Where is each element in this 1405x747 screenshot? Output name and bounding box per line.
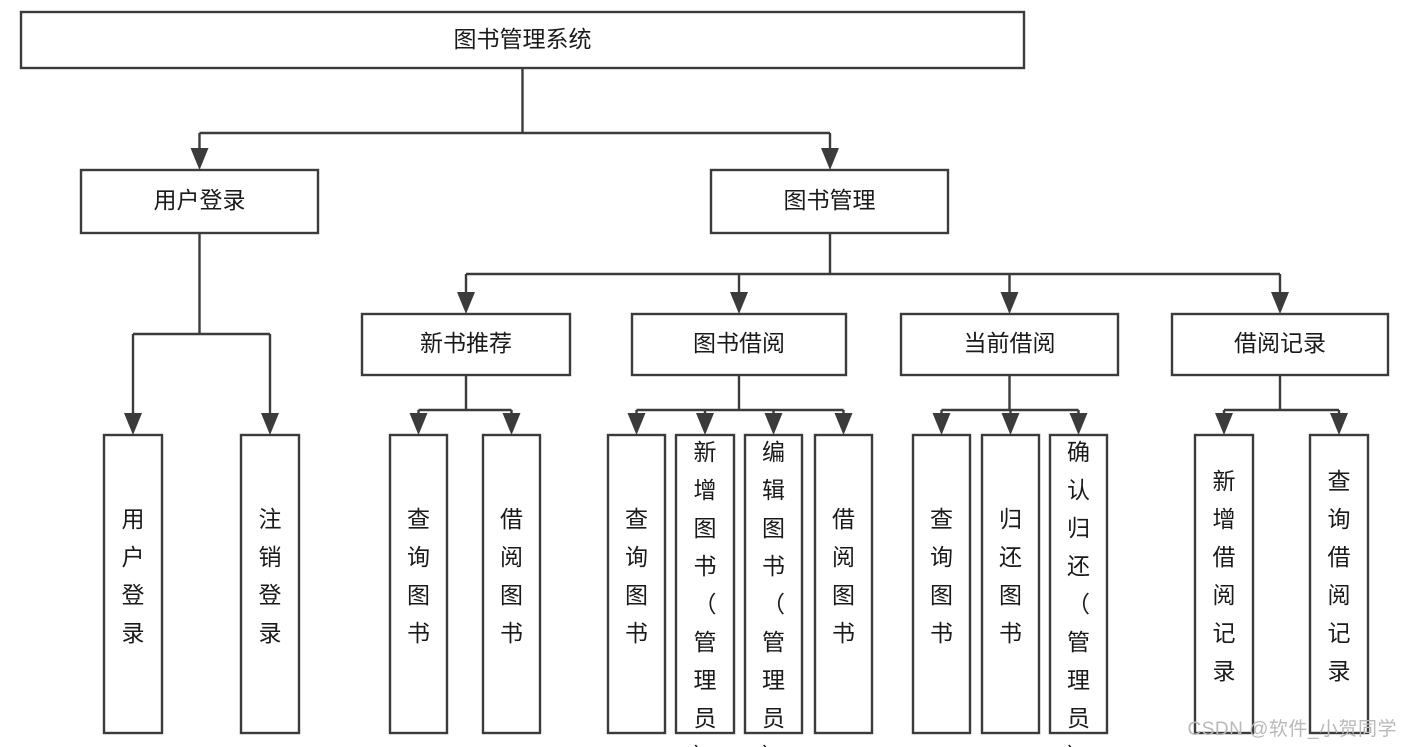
- leaf-node[interactable]: 编辑图书（管理员）: [743, 433, 804, 747]
- arrow-to-book-manage: [821, 148, 839, 170]
- leaf-borrow-query-label: 查询图书: [625, 506, 648, 646]
- leaf-borrow-borrow-box[interactable]: [813, 433, 874, 735]
- node-book-manage[interactable]: 图书管理: [709, 168, 950, 235]
- connector-borrow-bus: [635, 375, 845, 417]
- node-root-box[interactable]: [19, 10, 1026, 70]
- leaf-user-login-box[interactable]: [102, 433, 164, 735]
- arrow-to-new-book: [457, 292, 475, 314]
- node-new-book-recommend-label: 新书推荐: [420, 330, 512, 356]
- node-book-borrow[interactable]: 图书借阅: [630, 312, 848, 377]
- node-borrow-record[interactable]: 借阅记录: [1170, 312, 1390, 377]
- leaf-node[interactable]: 借阅图书: [813, 433, 874, 735]
- leaf-borrow-edit-label: 编辑图书（管理员）: [762, 439, 785, 747]
- arrow-borrow-leaf-1: [627, 413, 646, 435]
- node-current-borrow-label: 当前借阅: [964, 330, 1056, 356]
- leaf-node[interactable]: 注销登录: [239, 433, 301, 735]
- arrow-record-leaf-1: [1215, 413, 1233, 435]
- arrow-borrow-leaf-4: [834, 413, 853, 435]
- node-user-login[interactable]: 用户登录: [79, 168, 320, 235]
- arrow-to-user-login: [190, 148, 209, 170]
- leaf-borrow-add-box[interactable]: [674, 433, 736, 735]
- leaf-current-query-label: 查询图书: [930, 506, 953, 646]
- leaf-node[interactable]: 新增图书（管理员）: [674, 433, 736, 747]
- leaf-node[interactable]: 用户登录: [102, 433, 164, 735]
- leaf-record-add-label: 新增借阅记录: [1213, 468, 1236, 684]
- node-user-login-label: 用户登录: [154, 187, 246, 213]
- arrow-to-borrow-record: [1271, 292, 1289, 314]
- leaf-logout-label: 注销登录: [259, 506, 282, 646]
- leaf-node[interactable]: 新增借阅记录: [1193, 433, 1255, 735]
- leaf-current-return-label: 归还图书: [999, 506, 1022, 646]
- connector-bookmanage-bus: [464, 233, 1282, 296]
- node-book-borrow-label: 图书借阅: [693, 330, 785, 356]
- node-current-borrow-box[interactable]: [899, 312, 1120, 377]
- node-root-label: 图书管理系统: [454, 26, 592, 52]
- leaf-record-add-box[interactable]: [1193, 433, 1255, 735]
- leaf-newbook-borrow-label: 借阅图书: [500, 506, 523, 646]
- node-current-borrow[interactable]: 当前借阅: [899, 312, 1120, 377]
- arrow-borrow-leaf-3: [764, 413, 783, 435]
- leaf-newbook-borrow-box[interactable]: [481, 433, 542, 735]
- arrow-newbook-leaf-1: [409, 413, 428, 435]
- arrow-to-book-borrow: [730, 292, 748, 314]
- leaf-node[interactable]: 查询借阅记录: [1308, 433, 1370, 735]
- arrow-to-leaf-user-login: [124, 413, 142, 435]
- node-book-manage-label: 图书管理: [784, 187, 876, 213]
- leaf-current-query-box[interactable]: [911, 433, 972, 735]
- leaf-logout-box[interactable]: [239, 433, 301, 735]
- leaf-current-confirm-box[interactable]: [1048, 433, 1109, 735]
- arrow-current-leaf-1: [932, 413, 951, 435]
- connector-layer: [124, 68, 1348, 435]
- leaf-node[interactable]: 归还图书: [980, 433, 1041, 735]
- node-new-book-recommend[interactable]: 新书推荐: [360, 312, 572, 377]
- leaf-newbook-query-label: 查询图书: [407, 506, 430, 646]
- connector-root-bus: [198, 68, 832, 152]
- arrow-record-leaf-2: [1330, 413, 1348, 435]
- leaf-node[interactable]: 查询图书: [911, 433, 972, 735]
- arrow-borrow-leaf-2: [696, 413, 714, 435]
- node-borrow-record-box[interactable]: [1170, 312, 1390, 377]
- leaf-borrow-query-box[interactable]: [606, 433, 667, 735]
- arrow-to-current-borrow: [1000, 292, 1019, 314]
- node-borrow-record-label: 借阅记录: [1234, 330, 1326, 356]
- leaf-current-confirm-label: 确认归还（管理员）: [1067, 439, 1090, 747]
- connector-current-bus: [940, 375, 1080, 417]
- leaf-borrow-borrow-label: 借阅图书: [832, 506, 855, 646]
- node-root[interactable]: 图书管理系统: [19, 10, 1026, 70]
- arrow-to-leaf-logout: [261, 413, 279, 435]
- leaf-borrow-add-label: 新增图书（管理员）: [694, 439, 717, 747]
- leaf-node[interactable]: 借阅图书: [481, 433, 542, 735]
- leaf-node[interactable]: 查询图书: [388, 433, 449, 735]
- connector-record-bus: [1222, 375, 1341, 417]
- leaf-borrow-edit-box[interactable]: [743, 433, 804, 735]
- node-book-borrow-box[interactable]: [630, 312, 848, 377]
- node-book-manage-box[interactable]: [709, 168, 950, 235]
- arrow-newbook-leaf-2: [502, 413, 521, 435]
- leaf-record-query-label: 查询借阅记录: [1328, 468, 1351, 684]
- node-user-login-box[interactable]: [79, 168, 320, 235]
- leaf-node[interactable]: 确认归还（管理员）: [1048, 433, 1109, 747]
- connector-newbook-bus: [417, 375, 513, 417]
- leaf-user-login-label: 用户登录: [122, 506, 145, 646]
- leaf-node[interactable]: 查询图书: [606, 433, 667, 735]
- node-new-book-recommend-box[interactable]: [360, 312, 572, 377]
- leaf-newbook-query-box[interactable]: [388, 433, 449, 735]
- leaf-record-query-box[interactable]: [1308, 433, 1370, 735]
- arrow-current-leaf-3: [1069, 413, 1088, 435]
- arrow-current-leaf-2: [1001, 413, 1020, 435]
- connector-userlogin-bus: [131, 233, 272, 417]
- leaf-current-return-box[interactable]: [980, 433, 1041, 735]
